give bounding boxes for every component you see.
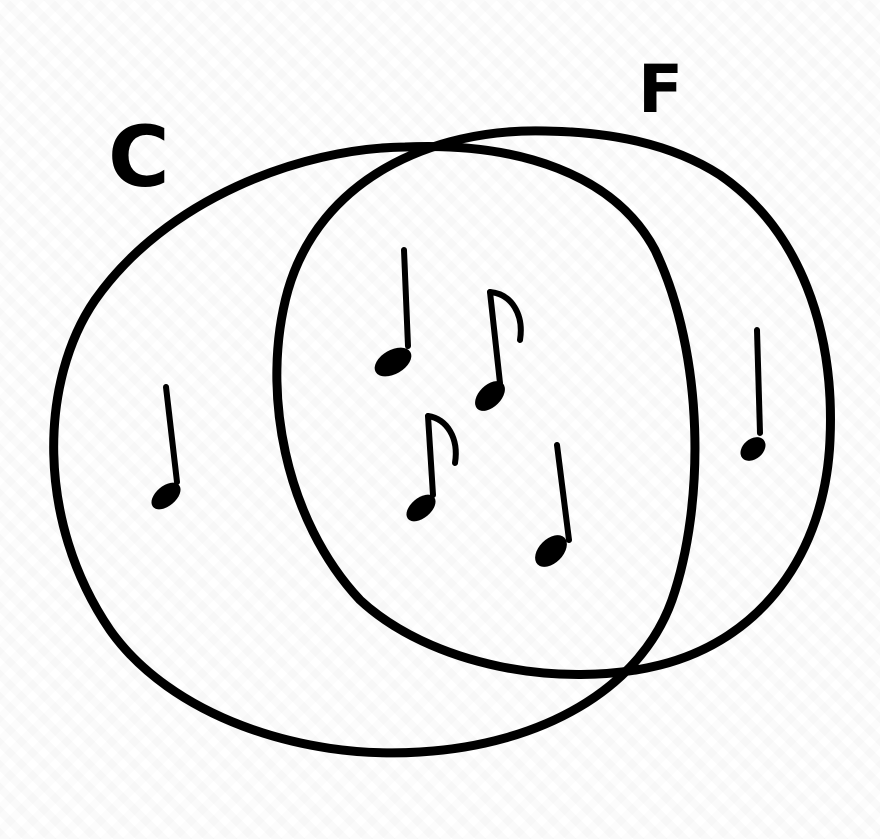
- set-c-label: C: [108, 108, 170, 206]
- eighth-note-icon: [475, 289, 524, 411]
- set-c-circle: [49, 142, 700, 758]
- quarter-note-icon: [535, 442, 572, 567]
- set-f-circle: [272, 126, 835, 680]
- eighth-note-icon: [406, 413, 459, 522]
- quarter-note-icon: [151, 384, 181, 510]
- quarter-note-icon: [374, 247, 412, 377]
- quarter-note-icon: [740, 327, 766, 461]
- set-f-label: F: [638, 51, 683, 128]
